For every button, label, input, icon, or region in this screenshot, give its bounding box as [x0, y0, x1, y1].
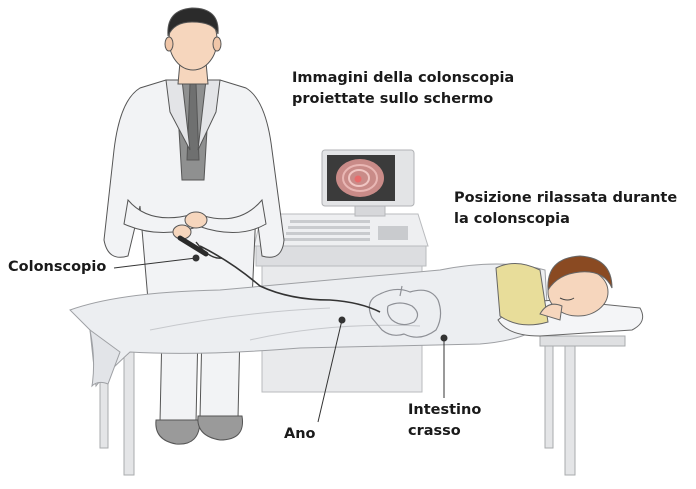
colonscope-label: Colonscopio — [8, 257, 106, 278]
table-top-head — [540, 336, 625, 346]
patient-caption: Posizione rilassata durante la colonscop… — [454, 188, 677, 230]
patient — [496, 256, 643, 336]
colon-view-image — [336, 159, 384, 197]
screen-caption-line-2: proiettate sullo schermo — [292, 89, 514, 110]
colonscope-label-text: Colonscopio — [8, 257, 106, 278]
colon-label-line-2: crasso — [408, 421, 481, 442]
anus-label-text: Ano — [284, 424, 316, 445]
colonscope-dot — [193, 255, 199, 261]
screen-caption-line-1: Immagini della colonscopia — [292, 68, 514, 89]
colon-dot — [441, 335, 447, 341]
patient-caption-line-1: Posizione rilassata durante — [454, 188, 677, 209]
anus-label: Ano — [284, 424, 316, 445]
colon-label-line-1: Intestino — [408, 400, 481, 421]
monitor — [322, 150, 414, 216]
anus-dot — [339, 317, 345, 323]
patient-caption-line-2: la colonscopia — [454, 209, 677, 230]
colon-label: Intestino crasso — [408, 400, 481, 442]
screen-caption: Immagini della colonscopia proiettate su… — [292, 68, 514, 110]
